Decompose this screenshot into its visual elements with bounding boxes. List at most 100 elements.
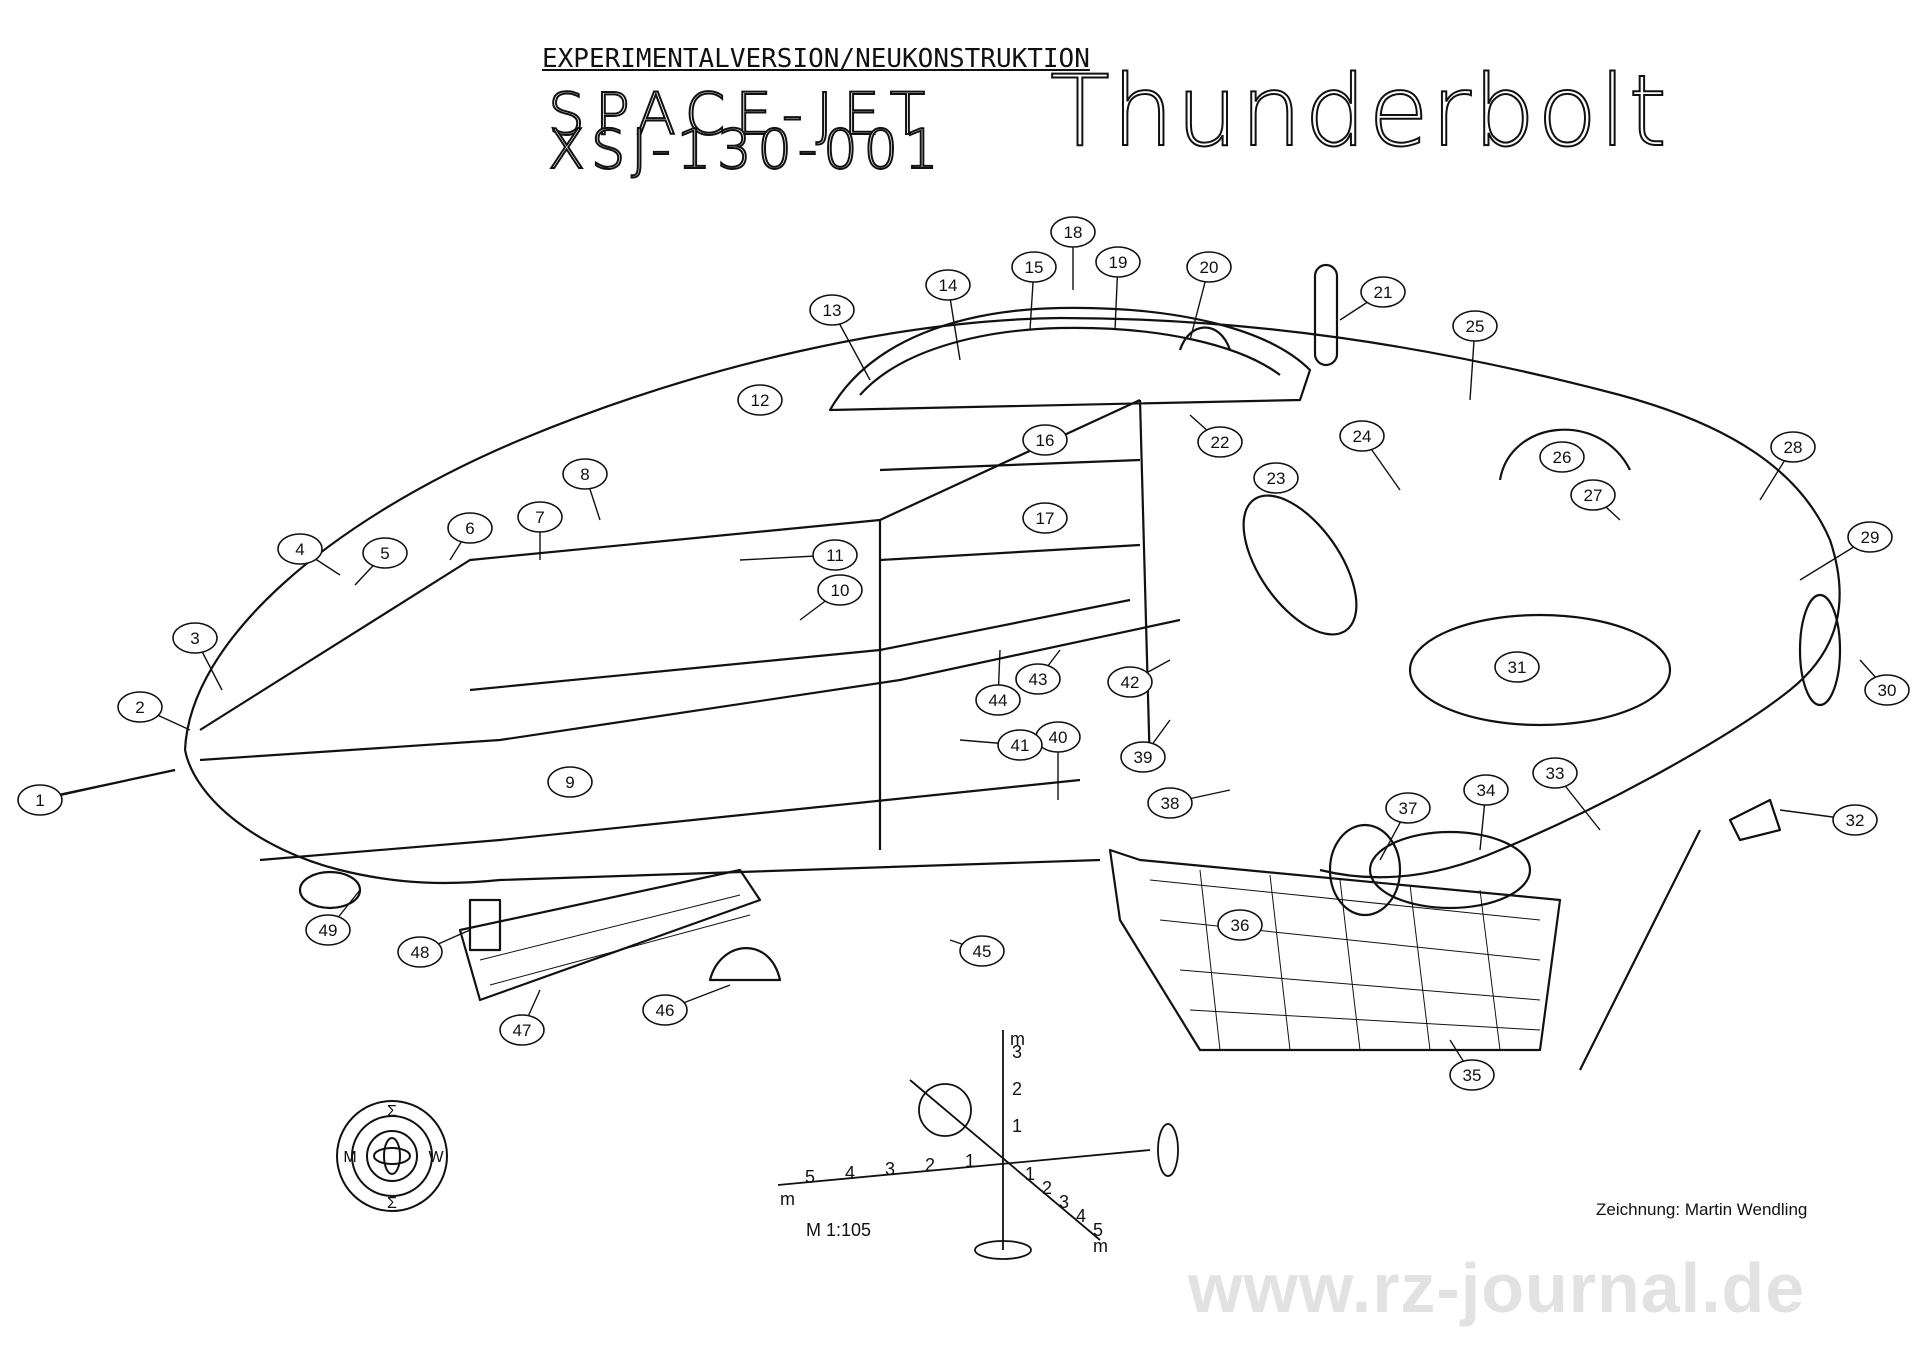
emblem-orbit-1 — [373, 1147, 411, 1165]
floor-grid — [479, 869, 1541, 1051]
callout-bubble-2 — [117, 691, 163, 723]
callout-bubble-46 — [642, 994, 688, 1026]
callout-number-19: 19 — [1109, 253, 1128, 272]
callout-bubble-27 — [1570, 479, 1616, 511]
callout-bubble-43 — [1015, 663, 1061, 695]
callout-number-41: 41 — [1011, 736, 1030, 755]
callout-27: 27 — [1570, 479, 1621, 521]
callout-bubble-25 — [1452, 310, 1498, 342]
emblem-letter-top: Σ — [387, 1103, 397, 1120]
scale-ellipse-right — [1157, 1123, 1179, 1177]
callout-bubble-19 — [1095, 246, 1141, 278]
callout-21: 21 — [1339, 276, 1406, 321]
callout-46: 46 — [642, 984, 731, 1026]
callout-number-31: 31 — [1508, 658, 1527, 677]
engine-34 — [1368, 830, 1532, 910]
callout-number-44: 44 — [989, 691, 1008, 710]
scale-tick-d-5: 5 — [1093, 1220, 1103, 1240]
callout-bubble-9 — [547, 766, 593, 798]
hatch-23 — [1242, 494, 1358, 636]
deck-plate-36 — [1108, 848, 1562, 1052]
callout-bubble-42 — [1107, 666, 1153, 698]
callout-37: 37 — [1379, 792, 1431, 861]
emblem-letter-left: M — [343, 1149, 356, 1166]
callout-45: 45 — [949, 935, 1005, 967]
callout-number-23: 23 — [1267, 469, 1286, 488]
callout-33: 33 — [1532, 757, 1601, 831]
callout-41: 41 — [959, 729, 1043, 761]
scale-tick-h-4: 4 — [845, 1163, 855, 1183]
prop-37 — [1328, 823, 1402, 917]
callout-bubble-6 — [447, 512, 493, 544]
callout-number-3: 3 — [190, 629, 199, 648]
callout-number-5: 5 — [380, 544, 389, 563]
callout-number-7: 7 — [535, 508, 544, 527]
callout-42: 42 — [1107, 659, 1171, 698]
callout-2: 2 — [117, 691, 191, 731]
hull-bottom-outline — [183, 749, 1101, 885]
callout-bubble-24 — [1339, 420, 1385, 452]
callout-49: 49 — [305, 889, 361, 946]
scale-tick-h-3: 3 — [885, 1159, 895, 1179]
callout-number-15: 15 — [1025, 258, 1044, 277]
callout-bubble-47 — [499, 1014, 545, 1046]
callout-number-2: 2 — [135, 698, 144, 717]
callout-bubble-23 — [1253, 462, 1299, 494]
callout-number-1: 1 — [35, 791, 44, 810]
callout-bubble-36 — [1217, 909, 1263, 941]
ramp-47 — [458, 868, 762, 1002]
scale-sphere — [918, 1083, 972, 1137]
callout-23: 23 — [1253, 462, 1299, 494]
callout-bubble-10 — [817, 574, 863, 606]
callout-number-40: 40 — [1049, 728, 1068, 747]
callout-bubble-1 — [17, 784, 63, 816]
emblem-letters: Σ W Σ M — [343, 1103, 444, 1212]
callout-24: 24 — [1339, 420, 1401, 491]
callout-number-10: 10 — [831, 581, 850, 600]
callout-number-14: 14 — [939, 276, 958, 295]
callout-22: 22 — [1189, 414, 1243, 458]
callout-bubble-44 — [975, 684, 1021, 716]
callout-26: 26 — [1539, 441, 1585, 473]
deck-16 — [879, 458, 1141, 472]
callout-bubble-20 — [1186, 251, 1232, 283]
callout-bubble-4 — [277, 533, 323, 565]
scale-tick-v-2: 2 — [1012, 1079, 1022, 1099]
emblem-orbit-2 — [383, 1137, 401, 1175]
scale-ratio: M 1:105 — [806, 1220, 872, 1240]
scale-tick-h-5: 5 — [805, 1167, 815, 1187]
callout-12: 12 — [737, 384, 783, 416]
callout-bubble-15 — [1011, 251, 1057, 283]
callout-bubble-28 — [1770, 431, 1816, 463]
callout-bubble-16 — [1022, 424, 1068, 456]
callout-38: 38 — [1147, 787, 1231, 819]
callout-number-36: 36 — [1231, 916, 1250, 935]
engine-31 — [1408, 613, 1672, 727]
callout-48: 48 — [397, 929, 471, 968]
nozzle-49 — [298, 870, 362, 910]
callout-number-43: 43 — [1029, 670, 1048, 689]
callout-43: 43 — [1015, 649, 1061, 695]
scale-unit-v: m — [1010, 1029, 1025, 1049]
callout-bubble-7 — [517, 501, 563, 533]
scale-axis-diagonal — [909, 1079, 1101, 1241]
dome-20 — [1178, 326, 1232, 351]
callout-number-17: 17 — [1036, 509, 1055, 528]
callout-number-48: 48 — [411, 943, 430, 962]
callout-number-26: 26 — [1553, 448, 1572, 467]
callout-34: 34 — [1463, 774, 1509, 851]
callout-number-8: 8 — [580, 465, 589, 484]
callout-bubble-39 — [1120, 741, 1166, 773]
callout-number-20: 20 — [1200, 258, 1219, 277]
mast-21 — [1313, 263, 1339, 367]
callout-36: 36 — [1217, 909, 1263, 941]
callout-number-35: 35 — [1463, 1066, 1482, 1085]
header-ship-name: Thunderbolt — [1049, 55, 1669, 169]
cut-edge-middle — [199, 618, 1181, 762]
callout-bubble-41 — [997, 729, 1043, 761]
callout-number-27: 27 — [1584, 486, 1603, 505]
drawing-credit: Zeichnung: Martin Wendling — [1596, 1200, 1808, 1219]
landing-leg-46 — [708, 947, 782, 982]
emblem-core-ring — [366, 1130, 418, 1182]
callout-bubble-29 — [1847, 521, 1893, 553]
